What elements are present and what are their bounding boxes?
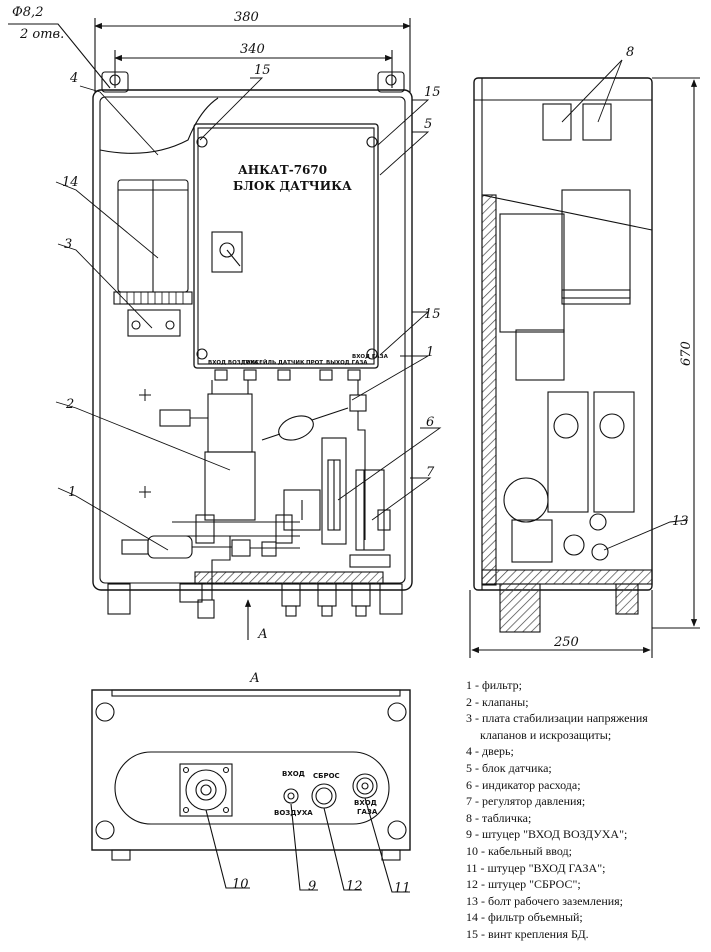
legend-item: 6 - индикатор расхода;: [466, 777, 581, 792]
port-label-tonseil: ТОНСЕЙЛЬ: [242, 358, 276, 366]
callout-10: 10: [232, 877, 249, 892]
callout-4: 4: [69, 71, 78, 86]
callout-7: 7: [426, 465, 435, 480]
label-gas-in-1: ВХОД: [354, 799, 377, 807]
legend-item: 12 - штуцер "СБРОС";: [466, 877, 581, 892]
stabilizer-board: [127, 309, 181, 337]
port-label-sensor: ДАТЧИК: [278, 360, 305, 366]
callout-1a: 1: [426, 345, 434, 360]
callout-6: 6: [426, 415, 434, 430]
front-view: [8, 18, 413, 640]
callout-15b: 15: [424, 85, 441, 100]
port-label-prot: ПРОТ: [306, 360, 323, 366]
bottom-view: [91, 689, 411, 893]
door: [99, 97, 219, 154]
name-plate-1: [542, 103, 572, 141]
housing-outer: [92, 89, 413, 591]
legend-item: 15 - винт крепления БД.: [466, 926, 589, 941]
callout-2: 2: [65, 397, 74, 412]
bottom-view-outer: [91, 689, 411, 851]
legend-item: 5 - блок датчика;: [466, 760, 552, 775]
sensor-block: [193, 123, 379, 369]
filter-upper: [278, 415, 314, 441]
legend-item: 8 - табличка;: [466, 810, 532, 825]
label-air-in-1: ВХОД: [282, 770, 305, 778]
legend-item: 4 - дверь;: [466, 744, 514, 759]
legend-item: 9 - штуцер "ВХОД ВОЗДУХА";: [466, 827, 628, 842]
legend-item: 10 - кабельный ввод;: [466, 843, 572, 858]
label-air-in-2: ВОЗДУХА: [274, 809, 313, 817]
bottom-view-title: А: [249, 671, 260, 686]
holes-count-label: 2 отв.: [19, 27, 64, 42]
side-view: [469, 77, 700, 658]
valves: [207, 393, 253, 453]
port-label-air-in: ВХОД ВОЗДУХА: [208, 360, 259, 366]
sensor-model-label: АНКАТ-7670: [238, 163, 327, 177]
port-label-gas-out: ВЫХОД ГАЗА: [326, 360, 368, 366]
label-reset: СБРОС: [313, 772, 340, 780]
legend-item: 3 - плата стабилизации напряжения: [466, 711, 648, 726]
cable-gland: [179, 763, 233, 817]
parts-legend: 1 - фильтр; 2 - клапаны; 3 - плата стабили…: [466, 677, 706, 943]
label-gas-in-2: ГАЗА: [357, 808, 378, 816]
callout-5: 5: [424, 117, 432, 132]
callout-3: 3: [64, 237, 72, 252]
depth-label: 250: [553, 635, 579, 650]
callout-1b: 1: [68, 485, 76, 500]
bottom-view-panel: [114, 751, 390, 825]
width-inner-label: 340: [240, 42, 265, 57]
callout-12: 12: [346, 879, 363, 894]
height-label: 670: [679, 341, 694, 366]
legend-item: 7 - регулятор давления;: [466, 794, 586, 809]
legend-item: 1 - фильтр;: [466, 678, 522, 692]
legend-item: 14 - фильтр объемный;: [466, 910, 583, 925]
callout-14: 14: [62, 175, 79, 190]
front-leaders: [55, 77, 442, 551]
legend-item: клапанов и искрозащиты;: [480, 727, 612, 742]
callout-11: 11: [394, 881, 411, 896]
width-outer-label: 380: [234, 10, 259, 25]
view-arrow-label: А: [257, 627, 268, 642]
legend-item: 2 - клапаны;: [466, 694, 529, 709]
filter-lower: [147, 535, 193, 559]
callout-13: 13: [672, 514, 689, 529]
legend-item: 11 - штуцер "ВХОД ГАЗА";: [466, 860, 606, 875]
sensor-name-label: БЛОК ДАТЧИКА: [233, 179, 352, 193]
callout-9: 9: [308, 879, 316, 894]
legend-item: 13 - болт рабочего заземления;: [466, 893, 624, 908]
name-plate-2: [582, 103, 612, 141]
port-label-gas-in: ВХОД ГАЗА: [352, 354, 389, 360]
side-leaders: [561, 59, 689, 551]
callout-15a: 15: [254, 63, 271, 78]
bottom-view-text: А ВХОД ВОЗДУХА СБРОС ВХОД ГАЗА 10 9 12 1…: [232, 671, 411, 896]
side-text: 8 13 670 250: [553, 45, 694, 650]
air-in-fitting: [283, 788, 299, 804]
front-text: Ф8,2 2 отв. 380 340 АНКАТ-7670 БЛОК ДАТЧ…: [12, 5, 441, 642]
hole-diameter-label: Ф8,2: [12, 5, 43, 20]
callout-8: 8: [626, 45, 634, 60]
bottom-plate: [194, 571, 384, 585]
callout-15c: 15: [424, 307, 441, 322]
side-housing: [473, 77, 653, 591]
flow-indicator: [321, 437, 347, 545]
